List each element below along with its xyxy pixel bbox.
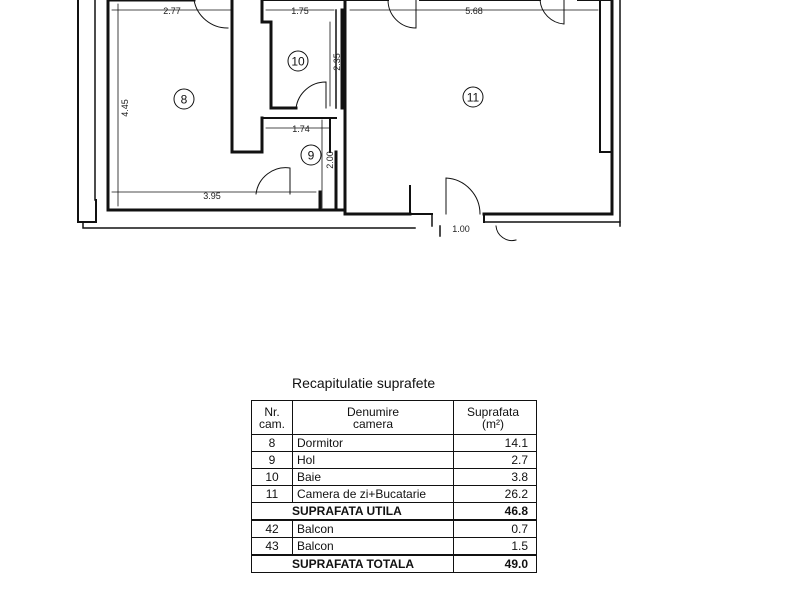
dim-room8-bottom: 3.95 xyxy=(203,191,221,201)
table-row: 8 Dormitor 14.1 xyxy=(251,434,537,452)
cell-area: 14.1 xyxy=(453,434,537,452)
cell-nr: 42 xyxy=(251,519,293,538)
useful-area-label: SUPRAFATA UTILA xyxy=(251,502,454,521)
cell-name: Dormitor xyxy=(292,434,454,452)
cell-area: 3.8 xyxy=(453,468,537,486)
useful-area-row: SUPRAFATA UTILA 46.8 xyxy=(251,502,537,521)
room-10-marker xyxy=(287,50,309,72)
room-9-label: 9 xyxy=(308,149,315,163)
cell-area: 1.5 xyxy=(453,537,537,556)
dim-hall-width: 1.74 xyxy=(292,124,310,134)
table-row: 42 Balcon 0.7 xyxy=(251,519,537,538)
cell-nr: 9 xyxy=(251,451,293,469)
table-row: 11 Camera de zi+Bucatarie 26.2 xyxy=(251,485,537,503)
table-row: 43 Balcon 1.5 xyxy=(251,537,537,556)
room-8-marker xyxy=(173,88,195,110)
cell-nr: 10 xyxy=(251,468,293,486)
cell-name: Baie xyxy=(292,468,454,486)
table-row: 10 Baie 3.8 xyxy=(251,468,537,486)
room-11-marker xyxy=(462,86,484,108)
useful-area-value: 46.8 xyxy=(453,502,537,521)
total-area-label: SUPRAFATA TOTALA xyxy=(251,554,454,573)
cell-area: 26.2 xyxy=(453,485,537,503)
cell-name: Hol xyxy=(292,451,454,469)
cell-name: Balcon xyxy=(292,519,454,538)
dim-room8-height: 4.45 xyxy=(120,99,130,117)
room-10-label: 10 xyxy=(291,55,305,69)
cell-area: 2.7 xyxy=(453,451,537,469)
header-area: Suprafata (m²) xyxy=(453,400,537,435)
room-8-label: 8 xyxy=(181,93,188,107)
dim-hall-height: 2.00 xyxy=(325,151,335,169)
dim-room8-width: 2.77 xyxy=(163,6,181,16)
room-9-marker xyxy=(300,144,322,166)
room-11-label: 11 xyxy=(467,91,480,105)
table-row: 9 Hol 2.7 xyxy=(251,451,537,469)
table-title: Recapitulatie suprafete xyxy=(292,375,436,391)
cell-area: 0.7 xyxy=(453,519,537,538)
cell-nr: 11 xyxy=(251,485,293,503)
cell-nr: 43 xyxy=(251,537,293,556)
area-summary-table: Nr. cam. Denumire camera Suprafata (m²) … xyxy=(251,400,537,573)
dim-room10-height: 2.35 xyxy=(332,53,342,71)
cell-name: Balcon xyxy=(292,537,454,556)
cell-nr: 8 xyxy=(251,434,293,452)
dim-door-width: 1.00 xyxy=(452,224,470,234)
total-area-row: SUPRAFATA TOTALA 49.0 xyxy=(251,554,537,573)
dim-room10-width: 1.75 xyxy=(291,6,309,16)
cell-name: Camera de zi+Bucatarie xyxy=(292,485,454,503)
dim-room11-width: 5.68 xyxy=(465,6,483,16)
header-name: Denumire camera xyxy=(292,400,454,435)
total-area-value: 49.0 xyxy=(453,554,537,573)
header-nr: Nr. cam. xyxy=(251,400,293,435)
table-header-row: Nr. cam. Denumire camera Suprafata (m²) xyxy=(251,400,537,435)
